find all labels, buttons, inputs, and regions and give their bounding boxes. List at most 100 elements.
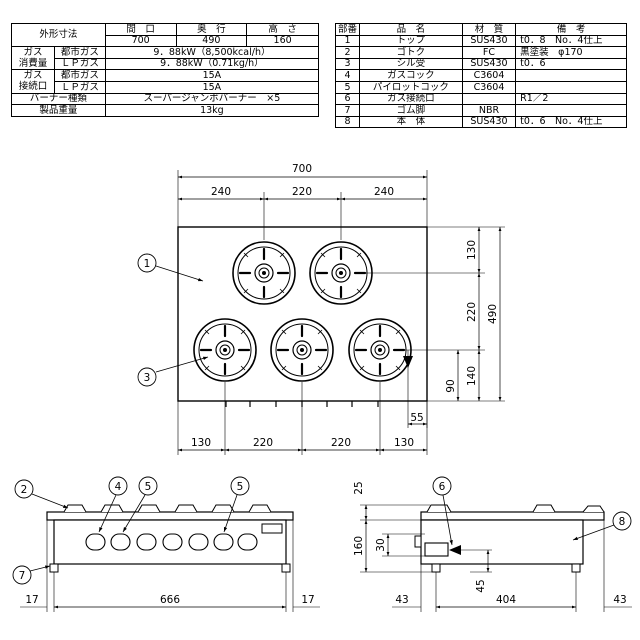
- gas-connection-label: ガス接続口: [11, 69, 55, 94]
- callout-6: 6: [439, 481, 446, 493]
- gas-connection-label-line2: 接続口: [18, 81, 48, 93]
- gas-consumption-city-row: ガス消費量 都市ガス 9．88kW（8,500kcal/h）: [11, 46, 320, 71]
- callout-circle-5b: [230, 476, 250, 496]
- callout-circle-8: [612, 511, 632, 531]
- gas-connection-label-line1: ガス: [23, 70, 43, 82]
- side-top-plate: [420, 511, 605, 521]
- part-material: SUS430: [461, 34, 517, 48]
- dim-bottom-1: 130: [191, 437, 211, 449]
- side-dim-left: 43: [395, 594, 408, 606]
- weight-value: 13kg: [104, 104, 320, 117]
- dim-right-2: 220: [466, 302, 478, 322]
- callout-3: 3: [144, 372, 151, 384]
- gas-consumption-lp-row: ＬＰガス 9．88kW（0.71kg/h）: [12, 57, 320, 71]
- callout-circle-6: [432, 476, 452, 496]
- dim-right-total: 490: [487, 304, 499, 324]
- gas-inlet-marker: [403, 356, 413, 368]
- gas-consumption-label: ガス消費量: [11, 46, 55, 71]
- burner-front-left: [192, 317, 258, 383]
- dim-90: 90: [445, 379, 457, 392]
- part-no: 8: [334, 115, 361, 129]
- side-foot-right: [571, 563, 581, 573]
- front-dim-mid: 666: [160, 594, 180, 606]
- top-view: 700 240 220 240 130 220 220 130: [137, 163, 505, 455]
- side-dim-right: 43: [613, 594, 626, 606]
- dim-bottom-3: 220: [331, 437, 351, 449]
- front-foot-left: [49, 563, 59, 573]
- gas-consumption-label-line1: ガス: [23, 47, 43, 59]
- front-top-plate: [46, 511, 294, 521]
- width-value: 700: [104, 34, 177, 48]
- callout-circle-3: [137, 367, 157, 387]
- part-no: 4: [334, 69, 361, 82]
- dim-right-3: 140: [466, 366, 478, 386]
- parts-header-material: 材 質: [461, 23, 517, 36]
- depth-value: 490: [175, 34, 248, 48]
- burner-type-row: バーナー種類 スーパージャンボバーナー ×5: [11, 92, 320, 106]
- front-trivets: [63, 504, 272, 513]
- callout-5a: 5: [145, 481, 152, 493]
- front-view: 2 4 5 5 7 17 666 17: [12, 476, 320, 612]
- callout-circle-1: [137, 253, 157, 273]
- side-dim-25: 25: [353, 481, 365, 494]
- parts-header-name: 品 名: [359, 23, 463, 36]
- dim-top-2: 220: [292, 186, 312, 198]
- front-foot-right: [281, 563, 291, 573]
- dim-top-1: 240: [211, 186, 231, 198]
- part-material: FC: [461, 46, 517, 59]
- part-no: 1: [334, 34, 361, 48]
- callout-circle-5a: [138, 476, 158, 496]
- dim-top-3: 240: [374, 186, 394, 198]
- gas-inlet-box: [424, 542, 449, 557]
- part-material: SUS430: [461, 115, 517, 129]
- side-dim-160: 160: [353, 536, 365, 556]
- side-view: 6 8 25 160 30 45 43 4: [353, 476, 632, 612]
- dim-right-1: 130: [466, 240, 478, 260]
- part-no: 3: [334, 57, 361, 71]
- side-foot-left: [431, 563, 441, 573]
- side-dim-30: 30: [375, 538, 387, 551]
- height-header: 高 さ: [246, 23, 319, 36]
- part-remarks: t0．8 No．4仕上: [515, 34, 627, 48]
- callout-5b: 5: [237, 481, 244, 493]
- weight-row: 製品重量 13kg: [11, 104, 320, 117]
- dim-55: 55: [410, 412, 423, 424]
- side-dim-45: 45: [475, 579, 487, 592]
- dim-bottom-4: 130: [394, 437, 414, 449]
- consumption-city-value: 9．88kW（8,500kcal/h）: [104, 46, 320, 59]
- parts-header-remarks: 備 考: [515, 23, 627, 36]
- spec-dim-header-row: 外形寸法 間 口 奥 行 高 さ: [11, 22, 319, 48]
- burner-front-center: [269, 317, 335, 383]
- outer-dimension-label: 外形寸法: [11, 22, 106, 48]
- dim-bottom-2: 220: [253, 437, 273, 449]
- parts-header-row: 部番 品 名 材 質 備 考: [334, 23, 627, 36]
- spec-dim-value-row: 700 490 160: [12, 34, 319, 48]
- part-name: ゴトク: [359, 46, 463, 59]
- front-knobs: [85, 533, 258, 551]
- gas-connection-lp-row: ＬＰガス 15A: [12, 80, 320, 94]
- callout-7: 7: [19, 570, 26, 582]
- side-dim-mid: 404: [496, 594, 516, 606]
- front-dim-right: 17: [301, 594, 314, 606]
- weight-label: 製品重量: [11, 104, 106, 117]
- height-value: 160: [246, 34, 319, 48]
- parts-header-no: 部番: [334, 23, 361, 36]
- callout-8: 8: [619, 516, 626, 528]
- side-trivets: [426, 504, 605, 513]
- part-remarks: 黒塗装 φ170: [515, 46, 627, 59]
- spec-table: 外形寸法 間 口 奥 行 高 さ 700 490 160 ガス消費量 都市ガス …: [11, 22, 320, 117]
- callout-2: 2: [21, 484, 28, 496]
- gas-consumption-label-line2: 消費量: [18, 58, 48, 70]
- callout-circle-7: [12, 565, 32, 585]
- front-connector: [261, 523, 283, 534]
- dim-total-width: 700: [292, 163, 312, 175]
- side-body: [420, 519, 584, 565]
- part-no: 6: [334, 92, 361, 106]
